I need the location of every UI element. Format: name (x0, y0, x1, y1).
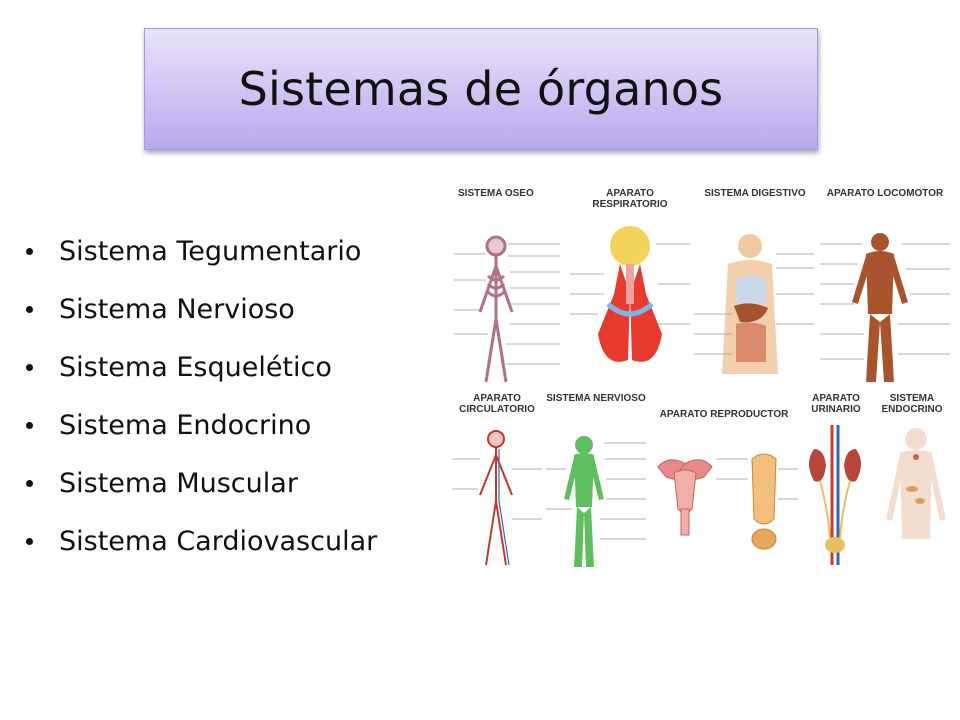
panel-label: APARATO CIRCULATORIO (459, 393, 535, 415)
panel-aparato-respiratorio: APARATO RESPIRATORIO (568, 184, 692, 389)
circulatory-figure-icon (452, 430, 542, 566)
endocrine-figure-icon (886, 428, 946, 539)
panel-label: SISTEMA ENDOCRINO (881, 393, 943, 415)
panel-sistema-digestivo: SISTEMA DIGESTIVO (692, 184, 818, 389)
skeleton-figure-icon (454, 235, 560, 383)
anatomy-collage-image: SISTEMA OSEO APARATO RESPIRATORIO (448, 182, 954, 574)
bullet-dot-icon (26, 247, 33, 255)
bullet-text: Sistema Endocrino (59, 409, 312, 441)
panel-label: APARATO RESPIRATORIO (592, 188, 668, 210)
panel-label: SISTEMA OSEO (458, 188, 534, 199)
panel-label: APARATO LOCOMOTOR (826, 188, 944, 199)
muscular-figure-icon (820, 233, 950, 382)
panel-aparato-reproductor: APARATO REPRODUCTOR (648, 389, 800, 572)
bullet-text: Sistema Esquelético (59, 351, 332, 383)
bullet-item: Sistema Cardiovascular (26, 512, 456, 570)
panel-label: APARATO REPRODUCTOR (659, 409, 789, 420)
nervous-figure-icon (546, 436, 646, 567)
panel-aparato-urinario: APARATO URINARIO (800, 389, 872, 572)
bullet-item: Sistema Endocrino (26, 396, 456, 454)
bullet-dot-icon (26, 305, 33, 313)
reproductive-icon (657, 453, 798, 550)
bullet-dot-icon (26, 363, 33, 371)
digestive-torso-icon (694, 234, 814, 374)
panel-sistema-oseo: SISTEMA OSEO (450, 184, 568, 389)
panel-sistema-endocrino: SISTEMA ENDOCRINO (872, 389, 952, 572)
bullet-dot-icon (26, 537, 33, 545)
panel-label: APARATO URINARIO (811, 393, 861, 415)
bullet-dot-icon (26, 479, 33, 487)
panel-label: SISTEMA NERVIOSO (546, 393, 646, 404)
kidneys-icon (809, 425, 861, 565)
bullet-item: Sistema Nervioso (26, 280, 456, 338)
bullet-item: Sistema Muscular (26, 454, 456, 512)
bullet-text: Sistema Nervioso (59, 293, 295, 325)
panel-aparato-locomotor: APARATO LOCOMOTOR (818, 184, 952, 389)
slide-title: Sistemas de órganos (238, 62, 724, 116)
bullet-text: Sistema Muscular (59, 467, 298, 499)
panel-label: SISTEMA DIGESTIVO (704, 188, 806, 199)
bullet-item: Sistema Esquelético (26, 338, 456, 396)
title-box: Sistemas de órganos (144, 28, 818, 150)
bullet-item: Sistema Tegumentario (26, 222, 456, 280)
bullet-dot-icon (26, 421, 33, 429)
lungs-icon (570, 226, 690, 362)
bullet-list: Sistema Tegumentario Sistema Nervioso Si… (26, 222, 456, 570)
panel-sistema-nervioso: SISTEMA NERVIOSO (544, 389, 648, 572)
bullet-text: Sistema Tegumentario (59, 235, 362, 267)
panel-aparato-circulatorio: APARATO CIRCULATORIO (450, 389, 544, 572)
bullet-text: Sistema Cardiovascular (59, 525, 378, 557)
